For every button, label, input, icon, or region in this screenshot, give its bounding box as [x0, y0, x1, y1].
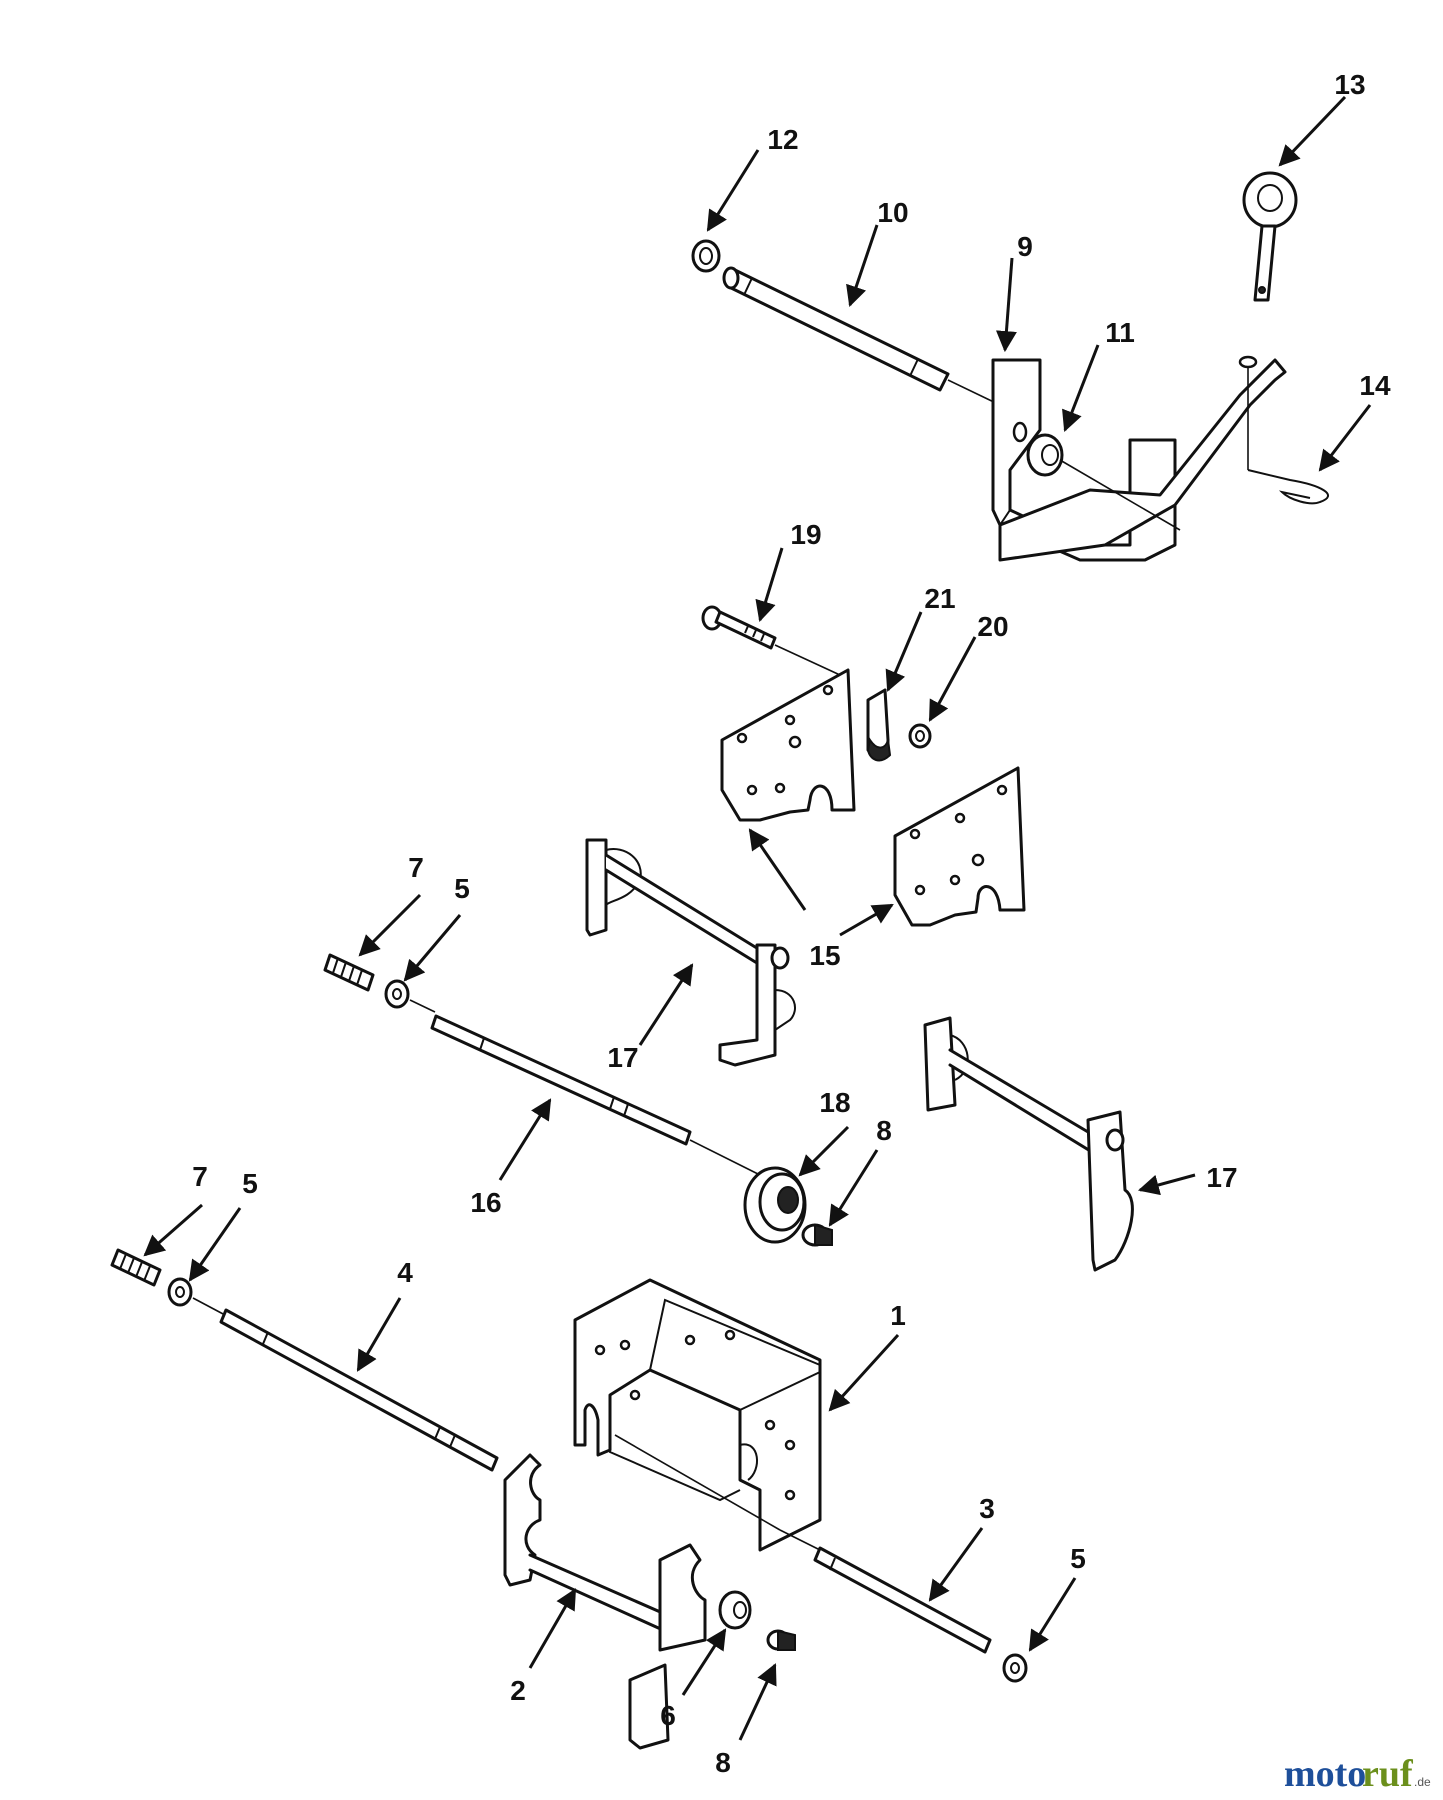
part-10-pin	[722, 266, 1001, 406]
callout-10: 10	[877, 197, 908, 228]
callout-3: 3	[979, 1493, 995, 1524]
part-19-bolt	[701, 605, 841, 676]
callout-8-lower: 8	[715, 1747, 731, 1778]
shaft-assembly-middle	[323, 838, 1134, 1272]
part-13-hitch-pin	[1242, 171, 1298, 302]
part-7-spring-lower	[110, 1248, 162, 1287]
watermark: moto ruf .de	[1284, 1753, 1431, 1795]
callout-19: 19	[790, 519, 821, 550]
callout-7-lower: 7	[192, 1161, 208, 1192]
callout-21: 21	[924, 583, 955, 614]
part-21-lock-tab	[866, 688, 892, 762]
part-17-lift-arm-right	[923, 1016, 1134, 1272]
part-15-plate-lower	[893, 766, 1026, 927]
part-18-pulley	[743, 1166, 807, 1244]
part-2-lift-link	[503, 1453, 707, 1750]
part-9-hitch-bracket	[991, 355, 1287, 562]
callout-13: 13	[1334, 69, 1365, 100]
callout-2: 2	[510, 1675, 526, 1706]
callout-5-lower-right: 5	[1070, 1543, 1086, 1574]
part-17-lift-arm-left	[585, 838, 796, 1067]
callout-16: 16	[470, 1187, 501, 1218]
callout-7-a: 7	[408, 852, 424, 883]
part-11-spacer	[1026, 433, 1181, 531]
callout-labels: 12 10 9 11 13 14 19 21 20 15 7 5 17 16 1…	[192, 69, 1391, 1778]
part-8-cap-lower	[766, 1629, 796, 1651]
part-7-spring-upper	[323, 953, 375, 992]
callout-4: 4	[397, 1257, 413, 1288]
callout-1: 1	[890, 1300, 906, 1331]
part-3-rod	[779, 1529, 992, 1654]
leader-lines	[143, 95, 1372, 1741]
callout-17-left: 17	[607, 1042, 638, 1073]
part-12-snap-ring	[691, 239, 721, 273]
callout-8-upper: 8	[876, 1115, 892, 1146]
callout-9: 9	[1017, 231, 1033, 262]
callout-18: 18	[819, 1087, 850, 1118]
callout-6: 6	[660, 1700, 676, 1731]
hitch-assembly	[691, 171, 1329, 562]
part-5-washer-upper	[384, 979, 436, 1013]
part-16-shaft	[430, 1014, 761, 1176]
callout-5-lower-left: 5	[242, 1168, 258, 1199]
callout-12: 12	[767, 124, 798, 155]
callout-11: 11	[1105, 317, 1135, 348]
part-15-plate-upper	[720, 668, 856, 822]
part-14-hairpin-clip	[1247, 469, 1329, 505]
callout-5-upper: 5	[454, 873, 470, 904]
watermark-brand-b: ruf	[1362, 1753, 1414, 1795]
part-8-cap-upper	[801, 1223, 833, 1247]
part-1-mounting-bracket	[573, 1278, 822, 1552]
callout-17-right: 17	[1206, 1162, 1237, 1193]
part-6-spacer	[718, 1590, 752, 1630]
callout-15: 15	[809, 940, 840, 971]
part-5-washer-lower-left	[167, 1277, 226, 1316]
shaft-assembly-lower	[110, 1248, 1028, 1750]
callout-20-label: 20	[977, 611, 1008, 642]
watermark-suffix: .de	[1414, 1775, 1431, 1789]
part-20-nut	[908, 723, 932, 749]
callout-14: 14	[1359, 370, 1391, 401]
watermark-brand-a: moto	[1284, 1753, 1366, 1795]
part-4-shaft	[219, 1308, 499, 1472]
part-5-washer-lower-right	[1002, 1653, 1028, 1683]
plate-assembly	[701, 605, 1026, 927]
